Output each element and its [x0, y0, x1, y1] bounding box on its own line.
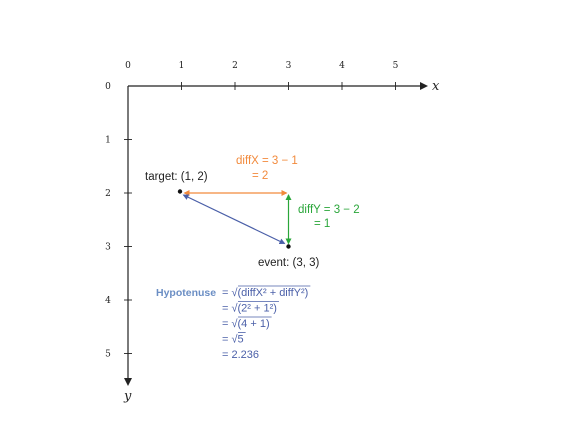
diffy-label-line1: diffY = 3 − 2: [298, 204, 360, 216]
diffx-label-line2: = 2: [252, 170, 268, 182]
hypotenuse-step: = √(4 + 1): [222, 318, 270, 330]
event-label: event: (3, 3): [258, 257, 320, 269]
x-tick-label: 2: [232, 61, 238, 71]
hypotenuse-step: = √(2² + 1²): [222, 303, 277, 315]
x-tick-label: 3: [286, 61, 292, 71]
x-tick-label: 5: [393, 61, 399, 71]
y-tick-label: 4: [105, 296, 111, 306]
x-axis-name: x: [432, 79, 440, 94]
hypotenuse-step: = √(diffX² + diffY²): [222, 287, 308, 299]
hypotenuse-arrow: [182, 194, 286, 245]
y-tick-label: 5: [105, 350, 111, 360]
x-tick-label: 4: [339, 61, 345, 71]
y-tick-label: 3: [105, 243, 111, 253]
x-axis-ticks: 0 1 2 3 4 5: [125, 61, 399, 90]
diffy-label-line2: = 1: [314, 218, 330, 230]
y-axis-name: y: [123, 389, 132, 404]
y-tick-label: 1: [105, 136, 111, 146]
x-tick-label: 1: [179, 61, 185, 71]
hypotenuse-step: = √5: [222, 334, 244, 346]
y-axis-ticks: 0 1 2 3 4 5: [105, 82, 132, 360]
hypotenuse-title: Hypotenuse: [156, 287, 216, 299]
hypotenuse-steps: = √(diffX² + diffY²) = √(2² + 1²) = √(4 + …: [222, 285, 311, 361]
x-tick-label: 0: [125, 61, 131, 71]
diffx-label-line1: diffX = 3 − 1: [236, 155, 298, 167]
event-point: [286, 244, 291, 249]
target-label: target: (1, 2): [145, 171, 208, 183]
target-point: [177, 189, 183, 194]
hypotenuse-step: = 2.236: [222, 349, 259, 361]
y-tick-label: 0: [105, 82, 111, 92]
y-tick-label: 2: [105, 189, 111, 199]
